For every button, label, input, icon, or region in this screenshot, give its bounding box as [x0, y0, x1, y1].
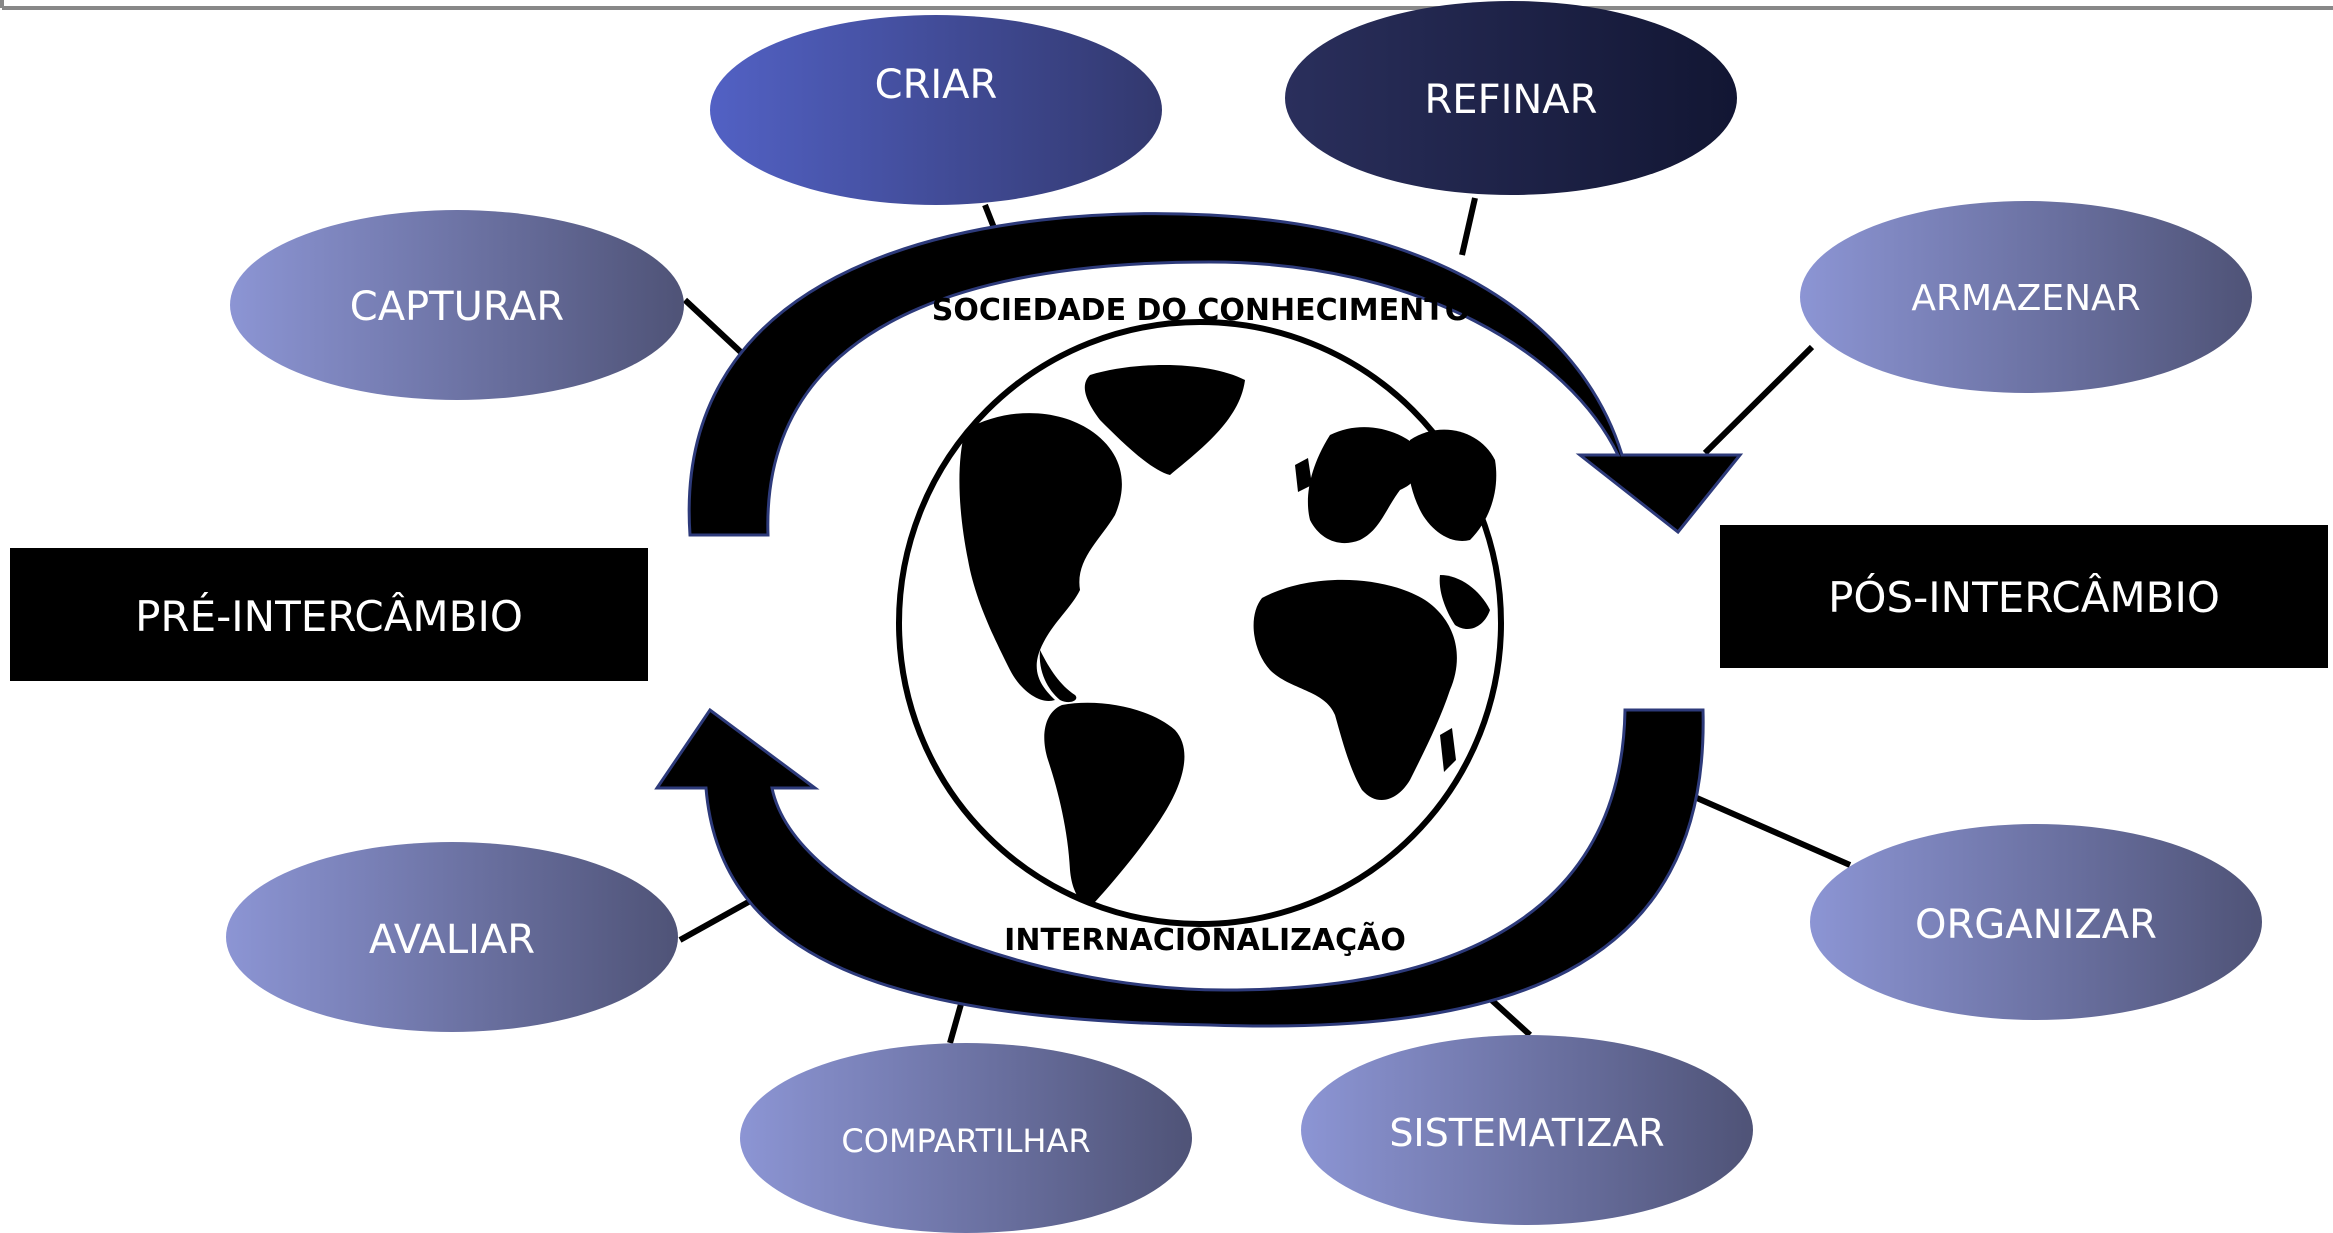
arrow-top-clockwise	[687, 212, 1744, 537]
step-armazenar: ARMAZENAR	[1800, 201, 2252, 393]
step-sistematizar-label: SISTEMATIZAR	[1389, 1111, 1664, 1155]
step-refinar-label: REFINAR	[1425, 77, 1598, 123]
title-bottom: INTERNACIONALIZAÇÃO	[1004, 921, 1406, 958]
box-pos-label: PÓS-INTERCÂMBIO	[1828, 572, 2220, 622]
box-pre-intercambio: PRÉ-INTERCÂMBIO	[10, 548, 648, 681]
step-avaliar-label: AVALIAR	[369, 917, 535, 963]
box-pre-label: PRÉ-INTERCÂMBIO	[135, 591, 523, 641]
step-capturar: CAPTURAR	[230, 210, 684, 400]
step-criar: CRIAR	[710, 15, 1162, 205]
step-armazenar-label: ARMAZENAR	[1911, 278, 2140, 319]
top-frame	[0, 0, 2333, 10]
connector-lines	[678, 197, 1852, 1044]
step-compartilhar-label: COMPARTILHAR	[841, 1122, 1090, 1160]
arrow-bottom-counterclockwise	[654, 707, 1705, 1028]
step-capturar-label: CAPTURAR	[350, 284, 564, 330]
world-globe-icon	[896, 319, 1504, 927]
step-avaliar: AVALIAR	[226, 842, 678, 1032]
step-sistematizar: SISTEMATIZAR	[1301, 1035, 1753, 1225]
step-criar-label: CRIAR	[875, 62, 998, 108]
title-top: SOCIEDADE DO CONHECIMENTO	[932, 293, 1470, 328]
step-refinar: REFINAR	[1285, 1, 1737, 195]
step-compartilhar: COMPARTILHAR	[740, 1043, 1192, 1233]
step-organizar-label: ORGANIZAR	[1915, 902, 2157, 948]
step-organizar: ORGANIZAR	[1810, 824, 2262, 1020]
box-pos-intercambio: PÓS-INTERCÂMBIO	[1720, 525, 2328, 668]
